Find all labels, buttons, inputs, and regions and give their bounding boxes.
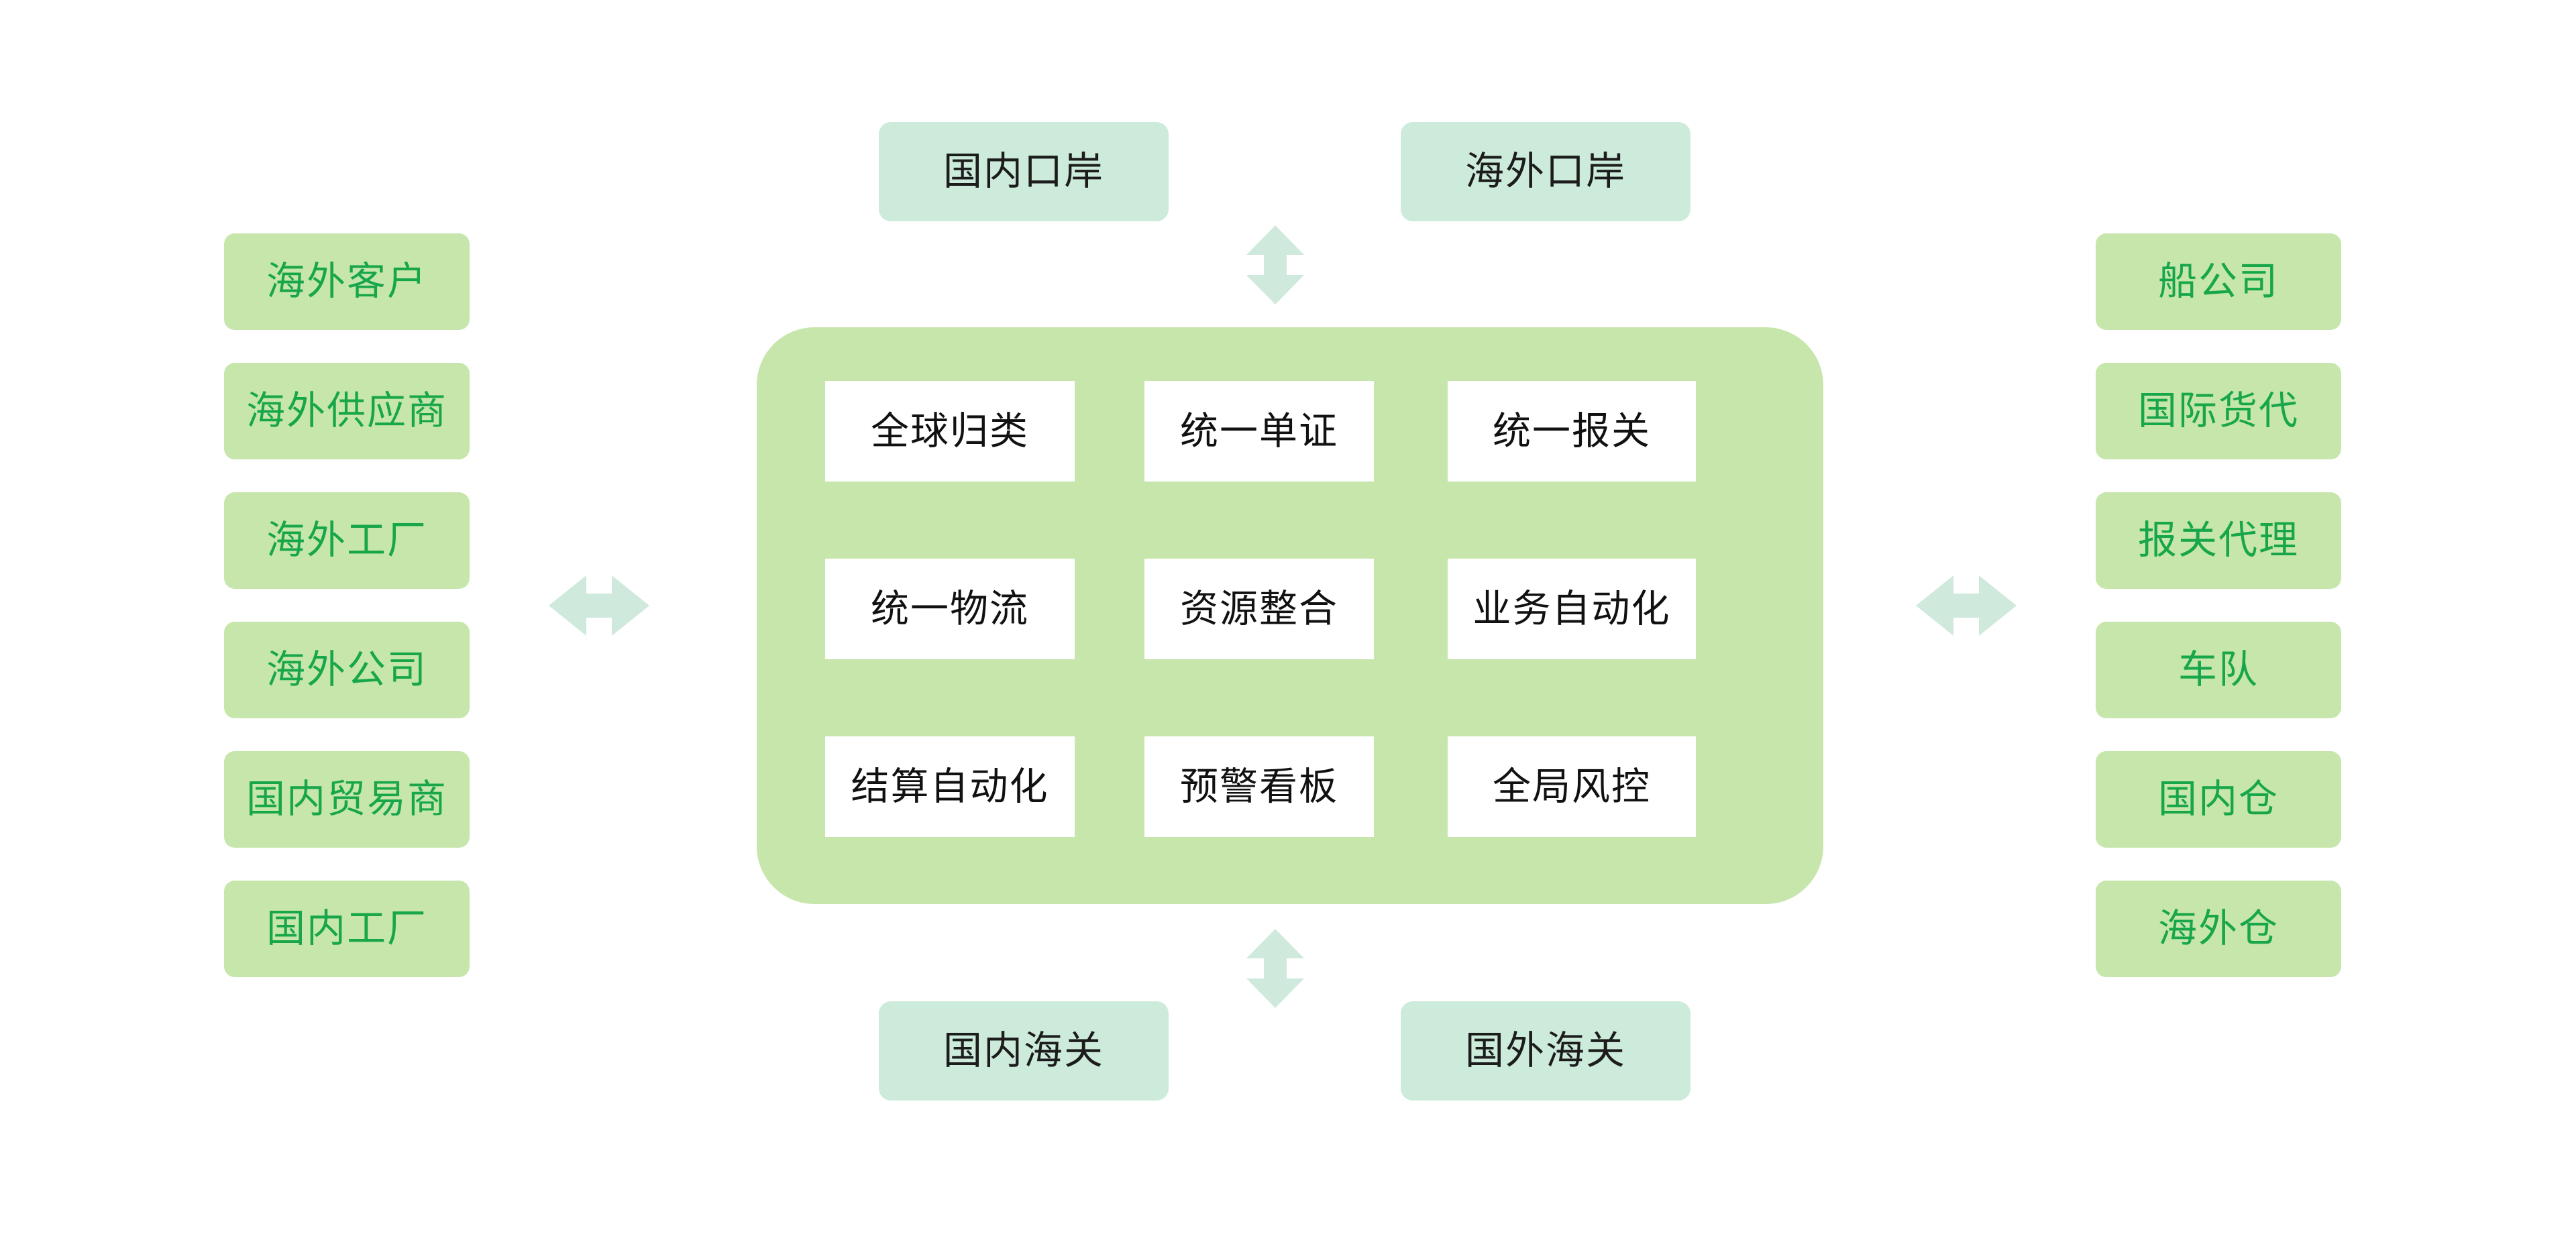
capability-card-unified-documents[interactable]: 统一单证 — [1144, 381, 1374, 482]
customs-box-domestic[interactable]: 国内海关 — [879, 1001, 1169, 1101]
partner-right-3-label: 报关代理 — [2137, 518, 2299, 562]
arrow-top-vertical — [1246, 225, 1304, 304]
capability-card-unified-logistics-label: 统一物流 — [871, 587, 1029, 630]
port-box-overseas-label: 海外口岸 — [1464, 150, 1626, 193]
partner-left-2-label: 海外供应商 — [246, 389, 447, 433]
partner-left-3[interactable]: 海外工厂 — [224, 492, 470, 589]
capability-card-business-automation[interactable]: 业务自动化 — [1448, 559, 1696, 659]
port-box-domestic[interactable]: 国内口岸 — [879, 122, 1169, 221]
capability-card-business-automation-label: 业务自动化 — [1472, 587, 1671, 630]
partner-left-3-label: 海外工厂 — [266, 518, 427, 562]
customs-box-foreign-label: 国外海关 — [1464, 1029, 1626, 1072]
capability-card-unified-declaration[interactable]: 统一报关 — [1448, 381, 1696, 482]
capability-card-settlement-automation[interactable]: 结算自动化 — [825, 736, 1075, 837]
capability-card-global-classification[interactable]: 全球归类 — [825, 381, 1075, 482]
partner-right-1[interactable]: 船公司 — [2096, 233, 2341, 330]
capability-card-global-risk-control[interactable]: 全局风控 — [1448, 736, 1696, 837]
partner-left-5-label: 国内贸易商 — [246, 777, 447, 821]
capability-card-resource-integration[interactable]: 资源整合 — [1144, 559, 1374, 659]
partner-left-4[interactable]: 海外公司 — [224, 622, 470, 718]
partner-right-4[interactable]: 车队 — [2096, 622, 2341, 718]
port-box-domestic-label: 国内口岸 — [943, 150, 1104, 193]
partner-right-3[interactable]: 报关代理 — [2096, 492, 2341, 589]
capability-card-global-classification-label: 全球归类 — [871, 409, 1029, 453]
customs-box-foreign[interactable]: 国外海关 — [1401, 1001, 1690, 1101]
partner-left-5[interactable]: 国内贸易商 — [224, 751, 470, 848]
core-platform-panel: 全球归类 统一单证 统一报关 统一物流 资源整合 业务自动化 结算自动化 预警看… — [757, 327, 1823, 904]
partner-left-6-label: 国内工厂 — [266, 907, 427, 950]
capability-card-settlement-automation-label: 结算自动化 — [851, 765, 1049, 808]
partner-left-2[interactable]: 海外供应商 — [224, 363, 470, 459]
partner-right-5-label: 国内仓 — [2157, 777, 2279, 821]
arrow-right-horizontal — [1916, 575, 2017, 636]
capability-card-unified-documents-label: 统一单证 — [1180, 409, 1338, 453]
capability-card-unified-logistics[interactable]: 统一物流 — [825, 559, 1075, 659]
partner-right-2[interactable]: 国际货代 — [2096, 363, 2341, 459]
capability-card-alert-dashboard-label: 预警看板 — [1180, 765, 1338, 808]
capability-card-global-risk-control-label: 全局风控 — [1493, 765, 1651, 808]
port-box-overseas[interactable]: 海外口岸 — [1401, 122, 1690, 221]
capability-card-alert-dashboard[interactable]: 预警看板 — [1144, 736, 1374, 837]
partner-left-6[interactable]: 国内工厂 — [224, 881, 470, 977]
partner-right-1-label: 船公司 — [2157, 260, 2279, 303]
customs-box-domestic-label: 国内海关 — [943, 1029, 1104, 1072]
arrow-bottom-vertical — [1246, 929, 1304, 1008]
partner-left-4-label: 海外公司 — [266, 648, 427, 691]
partner-right-6-label: 海外仓 — [2157, 907, 2279, 950]
partner-right-4-label: 车队 — [2178, 648, 2259, 691]
partner-right-6[interactable]: 海外仓 — [2096, 881, 2341, 977]
partner-left-1[interactable]: 海外客户 — [224, 233, 470, 330]
arrow-left-horizontal — [549, 575, 649, 636]
capability-card-resource-integration-label: 资源整合 — [1180, 587, 1338, 630]
capability-card-unified-declaration-label: 统一报关 — [1493, 409, 1651, 453]
partner-right-5[interactable]: 国内仓 — [2096, 751, 2341, 848]
partner-left-1-label: 海外客户 — [266, 260, 427, 303]
partner-right-2-label: 国际货代 — [2137, 389, 2299, 433]
